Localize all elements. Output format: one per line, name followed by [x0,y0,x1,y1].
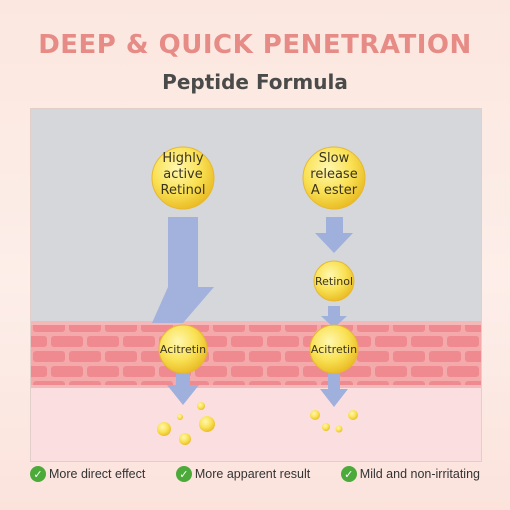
molecule-label-line: Slow [319,151,350,166]
air-zone [31,109,481,323]
molecule-label-line: A ester [311,183,358,198]
molecule-label: Retinol [315,275,353,288]
skin-surface [31,321,481,325]
skin-cell-layer [31,323,481,385]
benefit-label: More apparent result [194,467,311,481]
molecule-label: Acitretin [311,343,357,356]
medium-arrow-down [315,217,353,253]
molecule-label-line: Retinol [161,183,206,198]
small-arrow-down [167,373,199,405]
small-arrow-down-right [320,373,348,407]
molecule-slow-release-a-ester: Slow release A ester [302,146,366,210]
large-arrow-down [152,217,214,323]
check-icon: ✓ [30,466,46,482]
penetration-diagram: Highly active Retinol Acitretin Slow rel… [30,108,482,462]
check-icon: ✓ [340,466,357,482]
benefit-label: More direct effect [49,467,146,481]
dermis-zone [31,385,481,461]
absorbed-particles-left [157,402,215,445]
molecule-acitretin-right: Acitretin [309,324,359,374]
benefits-bar: ✓ More direct effect ✓ More apparent res… [30,463,480,485]
diagram-canvas: Highly active Retinol Acitretin Slow rel… [31,109,481,461]
molecule-label: Acitretin [160,343,206,356]
molecule-acitretin-left: Acitretin [158,324,208,374]
molecule-label-line: Highly [162,151,203,166]
benefit-item: ✓ Mild and non-irritating [340,466,480,482]
check-icon: ✓ [175,466,192,482]
small-arrow-down-middle [321,306,347,328]
absorbed-particles-right [310,410,358,433]
molecule-label-line: release [310,167,357,182]
page-subtitle: Peptide Formula [162,70,348,94]
page-title: DEEP & QUICK PENETRATION [38,30,472,60]
molecule-retinol-intermediate: Retinol [313,260,355,302]
molecule-label-line: active [163,167,203,182]
molecule-highly-active-retinol: Highly active Retinol [151,146,215,210]
benefit-label: Mild and non-irritating [359,467,480,481]
benefit-item: ✓ More direct effect [30,466,145,482]
benefit-item: ✓ More apparent result [175,466,311,482]
